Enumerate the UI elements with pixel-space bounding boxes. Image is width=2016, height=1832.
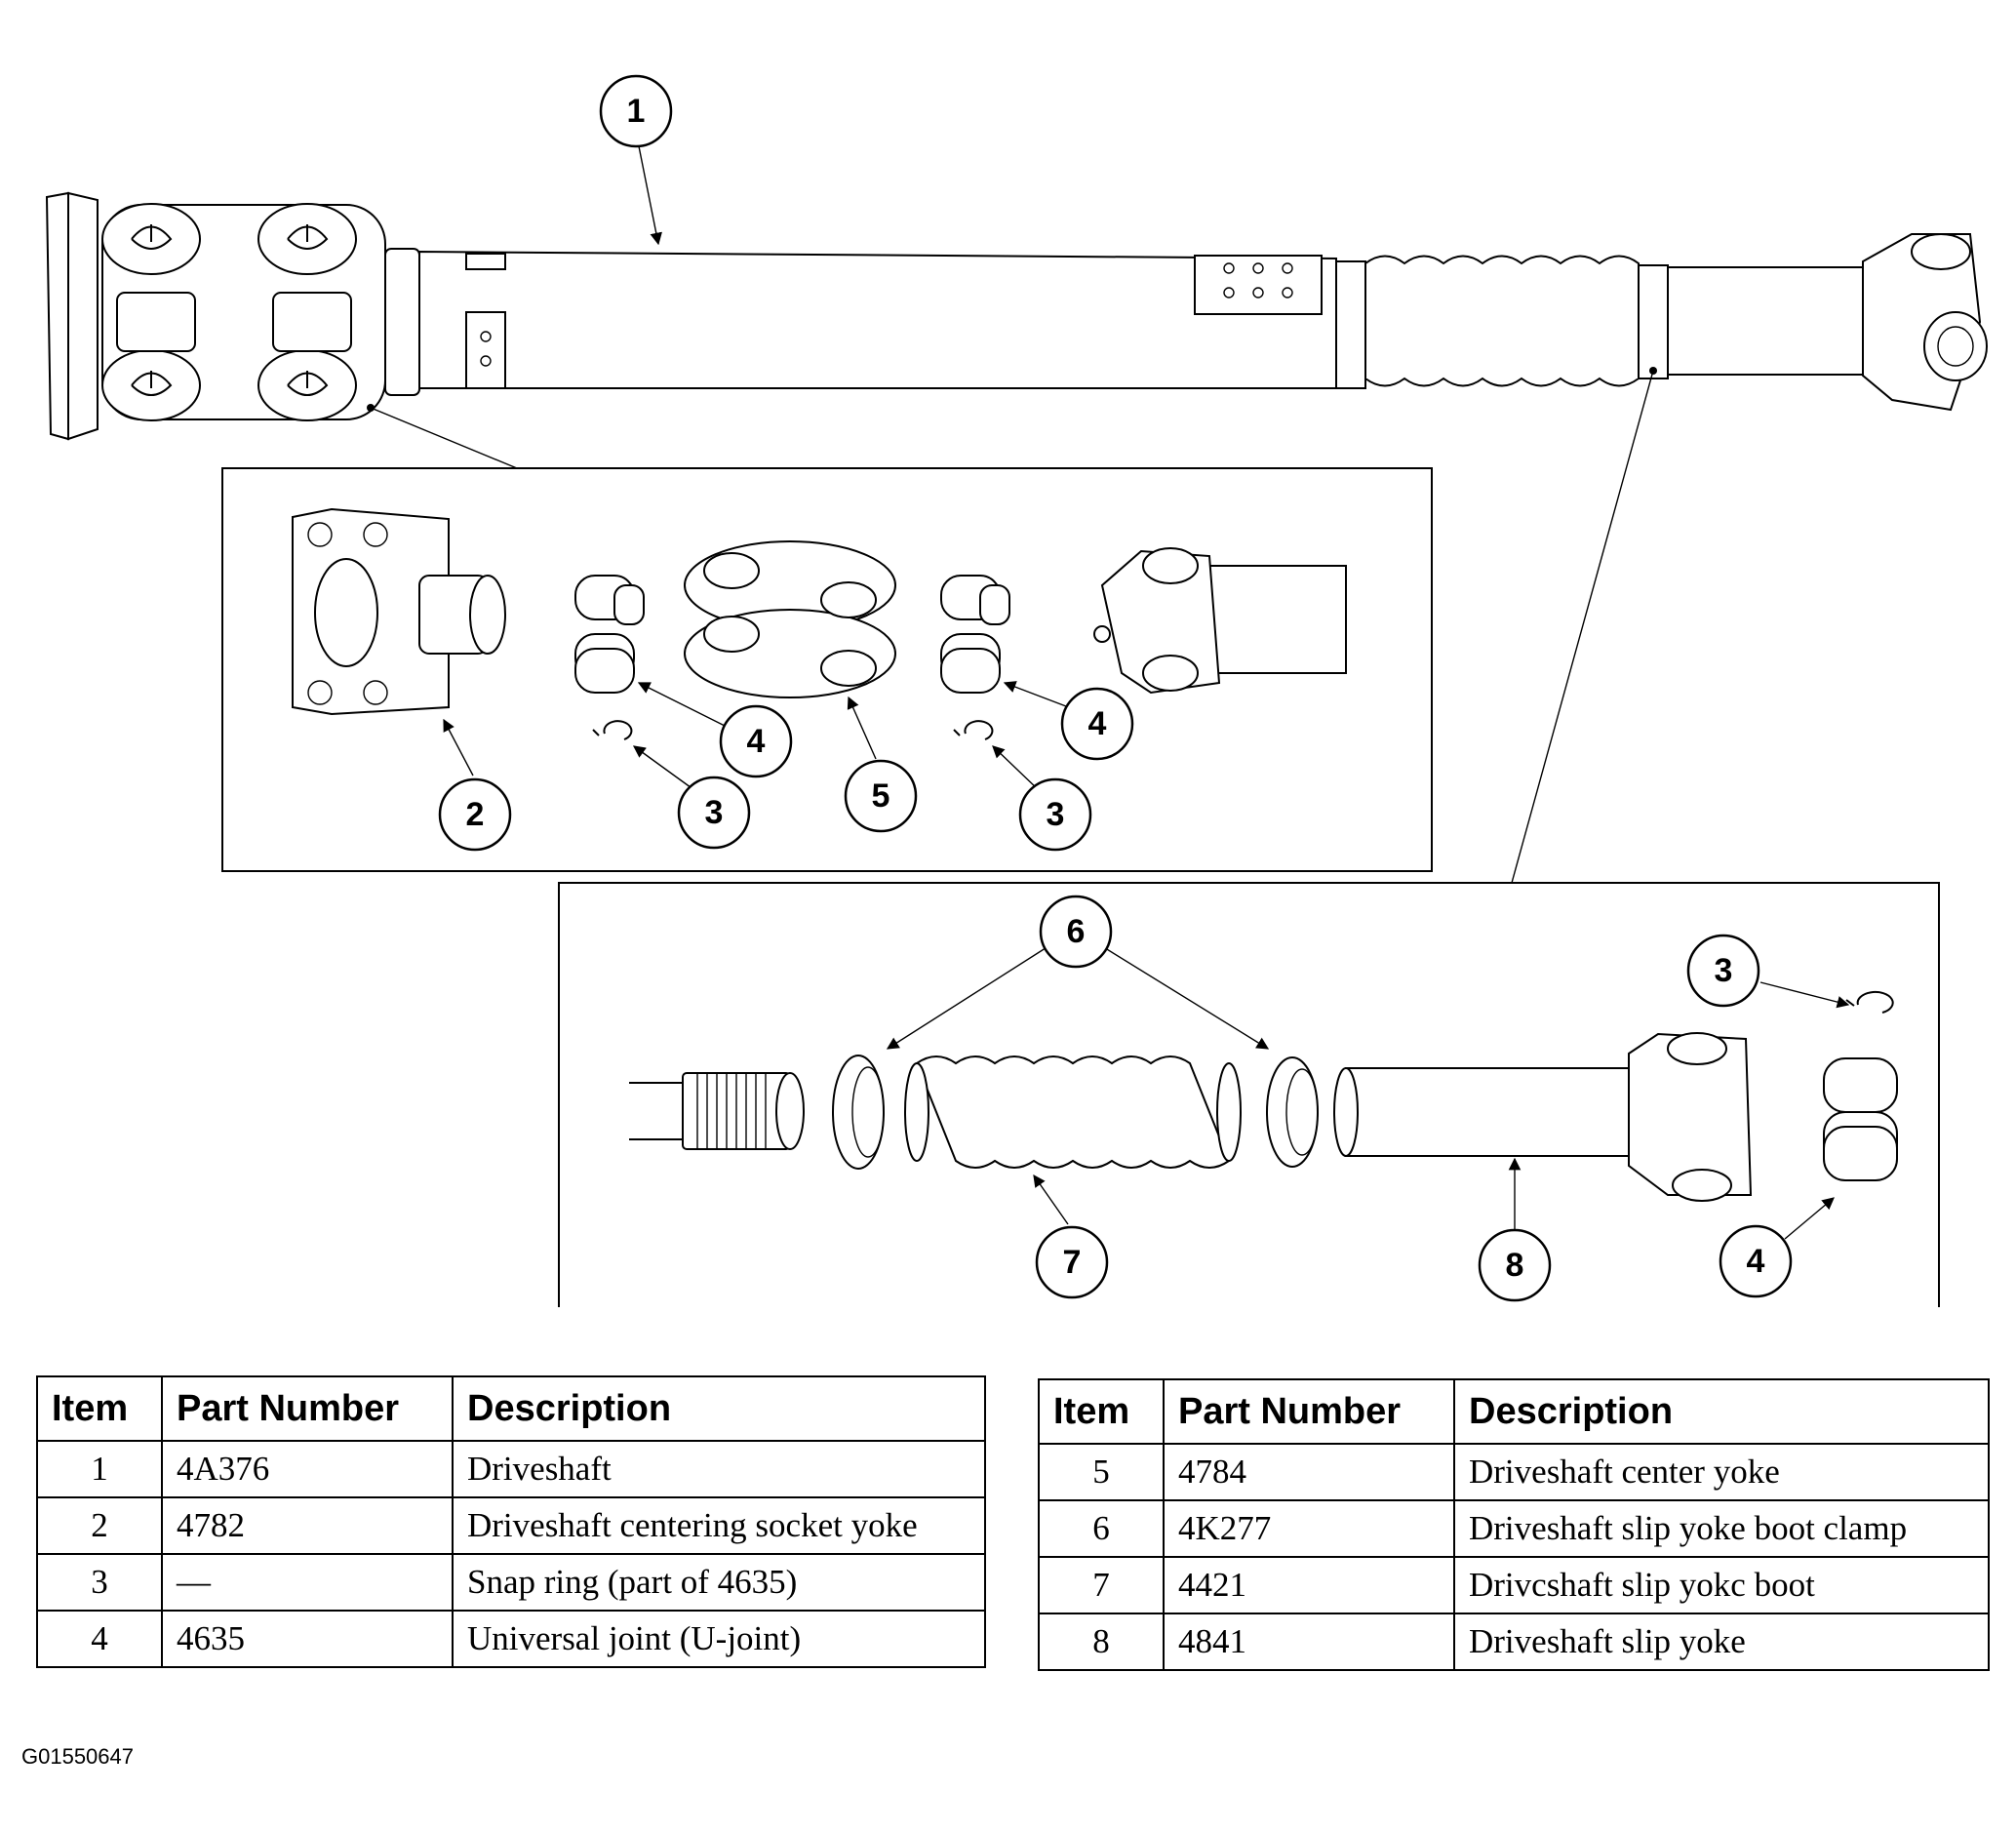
cell-item: 8 bbox=[1038, 1613, 1165, 1671]
inset-slip-yoke-box bbox=[558, 882, 1940, 1307]
tube-yoke bbox=[1093, 547, 1347, 695]
cell-part-number: 4421 bbox=[1163, 1556, 1455, 1614]
cell-part-number: — bbox=[161, 1553, 454, 1612]
table-row: 2 4782 Driveshaft centering socket yoke bbox=[36, 1496, 986, 1555]
table-row: 5 4784 Driveshaft center yoke bbox=[1038, 1443, 1990, 1501]
header-part-number: Part Number bbox=[161, 1375, 454, 1442]
snap-ring-slip bbox=[1845, 990, 1894, 1014]
svg-text:7: 7 bbox=[1063, 1244, 1082, 1281]
splined-shaft bbox=[629, 1072, 805, 1150]
svg-text:1: 1 bbox=[627, 93, 646, 130]
svg-text:3: 3 bbox=[1715, 952, 1733, 989]
svg-text:4: 4 bbox=[1747, 1243, 1765, 1280]
cell-item: 5 bbox=[1038, 1443, 1165, 1501]
figure-id: G01550647 bbox=[21, 1744, 134, 1769]
cell-item: 3 bbox=[36, 1553, 163, 1612]
callout-7: 7 bbox=[1035, 1225, 1109, 1299]
table-header-row: Item Part Number Description bbox=[36, 1375, 986, 1442]
svg-text:8: 8 bbox=[1506, 1247, 1524, 1284]
cell-description: Driveshaft slip yoke bbox=[1453, 1613, 1990, 1671]
callout-3-middle: 3 bbox=[1018, 777, 1092, 852]
slip-yoke bbox=[1333, 1032, 1753, 1202]
svg-text:3: 3 bbox=[1047, 796, 1065, 833]
driveshaft-exploded-diagram: 1 bbox=[45, 74, 1988, 1307]
callout-8: 8 bbox=[1478, 1228, 1552, 1302]
boot-clamp-right bbox=[1266, 1056, 1319, 1168]
snap-ring-left bbox=[592, 720, 633, 740]
parts-table-left: Item Part Number Description 1 4A376 Dri… bbox=[36, 1375, 986, 1668]
cell-part-number: 4784 bbox=[1163, 1443, 1455, 1501]
header-item: Item bbox=[1038, 1378, 1165, 1445]
u-joint-right bbox=[940, 575, 1010, 694]
callout-4-middle: 4 bbox=[1060, 687, 1134, 761]
cell-part-number: 4K277 bbox=[1163, 1499, 1455, 1558]
center-yoke bbox=[684, 540, 896, 698]
cell-description: Driveshaft bbox=[452, 1440, 986, 1498]
svg-text:5: 5 bbox=[872, 777, 890, 815]
snap-ring-right bbox=[953, 720, 994, 740]
slip-yoke-boot bbox=[915, 1055, 1231, 1169]
header-description: Description bbox=[452, 1375, 986, 1442]
callout-1: 1 bbox=[599, 74, 673, 148]
cell-item: 1 bbox=[36, 1440, 163, 1498]
header-description: Description bbox=[1453, 1378, 1990, 1445]
svg-text:6: 6 bbox=[1067, 913, 1086, 950]
callout-3-left: 3 bbox=[677, 776, 751, 850]
table-row: 8 4841 Driveshaft slip yoke bbox=[1038, 1613, 1990, 1671]
cell-description: Universal joint (U-joint) bbox=[452, 1610, 986, 1668]
header-item: Item bbox=[36, 1375, 163, 1442]
callout-2: 2 bbox=[438, 777, 512, 852]
u-joint-left bbox=[574, 575, 645, 694]
table-row: 3 — Snap ring (part of 4635) bbox=[36, 1553, 986, 1612]
callout-3-right: 3 bbox=[1686, 934, 1760, 1008]
driveshaft-assembly bbox=[45, 191, 1988, 441]
svg-text:4: 4 bbox=[1088, 705, 1107, 742]
callout-4-left: 4 bbox=[719, 704, 793, 778]
centering-socket-yoke bbox=[292, 507, 506, 716]
callout-5: 5 bbox=[844, 759, 918, 833]
cell-item: 4 bbox=[36, 1610, 163, 1668]
cell-part-number: 4A376 bbox=[161, 1440, 454, 1498]
table-header-row: Item Part Number Description bbox=[1038, 1378, 1990, 1445]
cell-description: Driveshaft center yoke bbox=[1453, 1443, 1990, 1501]
cell-description: Drivcshaft slip yokc boot bbox=[1453, 1556, 1990, 1614]
callout-4-right: 4 bbox=[1719, 1224, 1793, 1298]
table-row: 1 4A376 Driveshaft bbox=[36, 1440, 986, 1498]
svg-text:2: 2 bbox=[466, 796, 485, 833]
table-row: 6 4K277 Driveshaft slip yoke boot clamp bbox=[1038, 1499, 1990, 1558]
cell-item: 7 bbox=[1038, 1556, 1165, 1614]
svg-text:3: 3 bbox=[705, 794, 724, 831]
cell-part-number: 4635 bbox=[161, 1610, 454, 1668]
u-joint-slip bbox=[1823, 1057, 1898, 1181]
header-part-number: Part Number bbox=[1163, 1378, 1455, 1445]
table-row: 7 4421 Drivcshaft slip yokc boot bbox=[1038, 1556, 1990, 1614]
callout-6: 6 bbox=[1039, 895, 1113, 969]
svg-text:4: 4 bbox=[747, 723, 766, 760]
cell-description: Driveshaft centering socket yoke bbox=[452, 1496, 986, 1555]
boot-clamp-left bbox=[832, 1055, 885, 1170]
cell-item: 6 bbox=[1038, 1499, 1165, 1558]
cell-item: 2 bbox=[36, 1496, 163, 1555]
inset-u-joint-box bbox=[221, 467, 1433, 872]
cell-description: Snap ring (part of 4635) bbox=[452, 1553, 986, 1612]
cell-description: Driveshaft slip yoke boot clamp bbox=[1453, 1499, 1990, 1558]
table-row: 4 4635 Universal joint (U-joint) bbox=[36, 1610, 986, 1668]
cell-part-number: 4841 bbox=[1163, 1613, 1455, 1671]
parts-table-right: Item Part Number Description 5 4784 Driv… bbox=[1038, 1378, 1990, 1671]
cell-part-number: 4782 bbox=[161, 1496, 454, 1555]
